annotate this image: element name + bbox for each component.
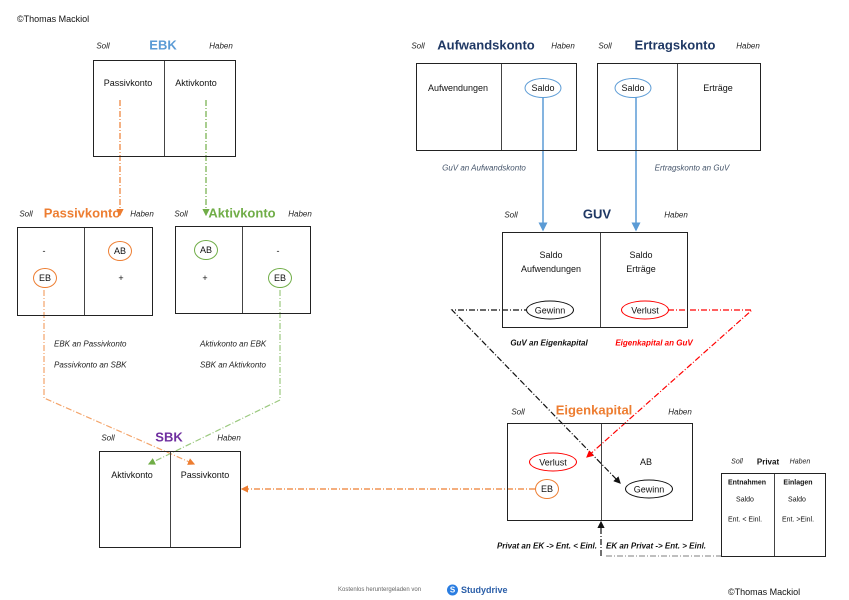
booking-privat-ek: Privat an EK -> Ent. < Einl. — [496, 541, 597, 551]
sbk-haben: Haben — [217, 433, 241, 443]
ertrag-saldo: Saldo — [614, 78, 652, 98]
ertrag-haben: Haben — [736, 41, 760, 51]
arrow-passiv-sbk — [43, 290, 196, 465]
sbk-left: Aktivkonto — [111, 470, 153, 480]
ek-haben: Haben — [668, 407, 692, 417]
aufwand-left: Aufwendungen — [427, 83, 489, 93]
privat-right-saldo: Saldo — [788, 496, 806, 504]
arrow-gewinn-ek — [450, 309, 621, 484]
passiv-haben: Haben — [130, 209, 154, 219]
privat-haben: Haben — [789, 458, 811, 466]
ertrag-right: Erträge — [703, 83, 733, 93]
eigenkapital-account — [507, 423, 693, 521]
ebk-account — [93, 60, 236, 157]
privat-right-cond: Ent. >Einl. — [781, 516, 815, 524]
eigenkapital-title: Eigenkapital — [555, 402, 633, 418]
privat-right-head: Einlagen — [783, 479, 813, 487]
aktiv-haben: Haben — [288, 209, 312, 219]
ek-eb: EB — [535, 479, 559, 499]
aktiv-eb: EB — [268, 268, 292, 288]
aktiv-minus: - — [276, 246, 280, 256]
privat-account — [721, 473, 826, 557]
passiv-soll: Soll — [19, 209, 33, 219]
sbk-soll: Soll — [101, 433, 115, 443]
ebk-right: Aktivkonto — [175, 78, 217, 88]
sbk-title: SBK — [155, 429, 183, 445]
footer-brand[interactable]: Studydrive — [461, 585, 508, 595]
booking-ebk-passiv: EBK an Passivkonto — [54, 339, 127, 349]
aktiv-soll: Soll — [174, 209, 188, 219]
passiv-plus: + — [118, 273, 124, 283]
privat-left-saldo: Saldo — [736, 496, 754, 504]
aufwandskonto-account — [416, 63, 577, 151]
arrow-verlust-ek — [586, 309, 754, 458]
aufwand-saldo: Saldo — [524, 78, 562, 98]
privat-left-cond: Ent. < Einl. — [727, 516, 763, 524]
ek-verlust: Verlust — [529, 452, 577, 472]
booking-guv-ek: GuV an Eigenkapital — [510, 338, 588, 348]
privat-soll: Soll — [731, 458, 743, 466]
passivkonto-account — [17, 227, 153, 316]
copyright-bottom: ©Thomas Mackiol — [728, 587, 801, 597]
ek-gewinn: Gewinn — [625, 479, 673, 499]
guv-right-l1: Saldo — [629, 250, 653, 260]
privat-left-head: Entnahmen — [727, 479, 767, 487]
booking-ek-privat: EK an Privat -> Ent. > Einl. — [606, 541, 707, 551]
ertragskonto-title: Ertragskonto — [634, 37, 716, 53]
aktiv-plus: + — [202, 273, 208, 283]
ek-soll: Soll — [511, 407, 525, 417]
ebk-haben: Haben — [209, 41, 233, 51]
ertragskonto-account — [597, 63, 761, 151]
privat-title: Privat — [756, 457, 780, 467]
guv-verlust: Verlust — [621, 300, 669, 320]
footer-text: Kostenlos heruntergeladen von — [338, 587, 422, 593]
guv-right-l2: Erträge — [626, 264, 656, 274]
aufwandskonto-title: Aufwandskonto — [437, 37, 535, 53]
aufwand-soll: Soll — [411, 41, 425, 51]
ebk-title: EBK — [149, 37, 177, 53]
passiv-ab: AB — [108, 241, 132, 261]
booking-ertrag-guv: Ertragskonto an GuV — [654, 163, 730, 173]
guv-left-l2: Aufwendungen — [520, 264, 582, 274]
ebk-soll: Soll — [96, 41, 110, 51]
guv-account — [502, 232, 688, 328]
booking-passiv-sbk: Passivkonto an SBK — [54, 360, 127, 370]
aktivkonto-account — [175, 226, 311, 314]
sbk-account — [99, 451, 241, 548]
booking-sbk-aktiv: SBK an Aktivkonto — [200, 360, 266, 370]
aktiv-ab: AB — [194, 240, 218, 260]
guv-left-l1: Saldo — [539, 250, 563, 260]
aktivkonto-title: Aktivkonto — [208, 205, 276, 221]
sbk-right: Passivkonto — [180, 470, 230, 480]
passiv-minus: - — [42, 246, 46, 256]
booking-aktiv-ebk: Aktivkonto an EBK — [200, 339, 267, 349]
passivkonto-title: Passivkonto — [43, 205, 121, 221]
booking-ek-guv: Eigenkapital an GuV — [615, 338, 693, 348]
guv-haben: Haben — [664, 210, 688, 220]
guv-soll: Soll — [504, 210, 518, 220]
booking-guv-aufwand: GuV an Aufwandskonto — [442, 163, 526, 173]
studydrive-logo-icon: S — [447, 584, 458, 596]
ebk-left: Passivkonto — [103, 78, 153, 88]
aufwand-haben: Haben — [551, 41, 575, 51]
guv-title: GUV — [582, 206, 612, 222]
arrow-aktiv-sbk — [147, 290, 281, 465]
passiv-eb: EB — [33, 268, 57, 288]
guv-gewinn: Gewinn — [526, 300, 574, 320]
ertrag-soll: Soll — [598, 41, 612, 51]
ek-ab: AB — [639, 457, 653, 467]
copyright-top: ©Thomas Mackiol — [17, 14, 90, 24]
